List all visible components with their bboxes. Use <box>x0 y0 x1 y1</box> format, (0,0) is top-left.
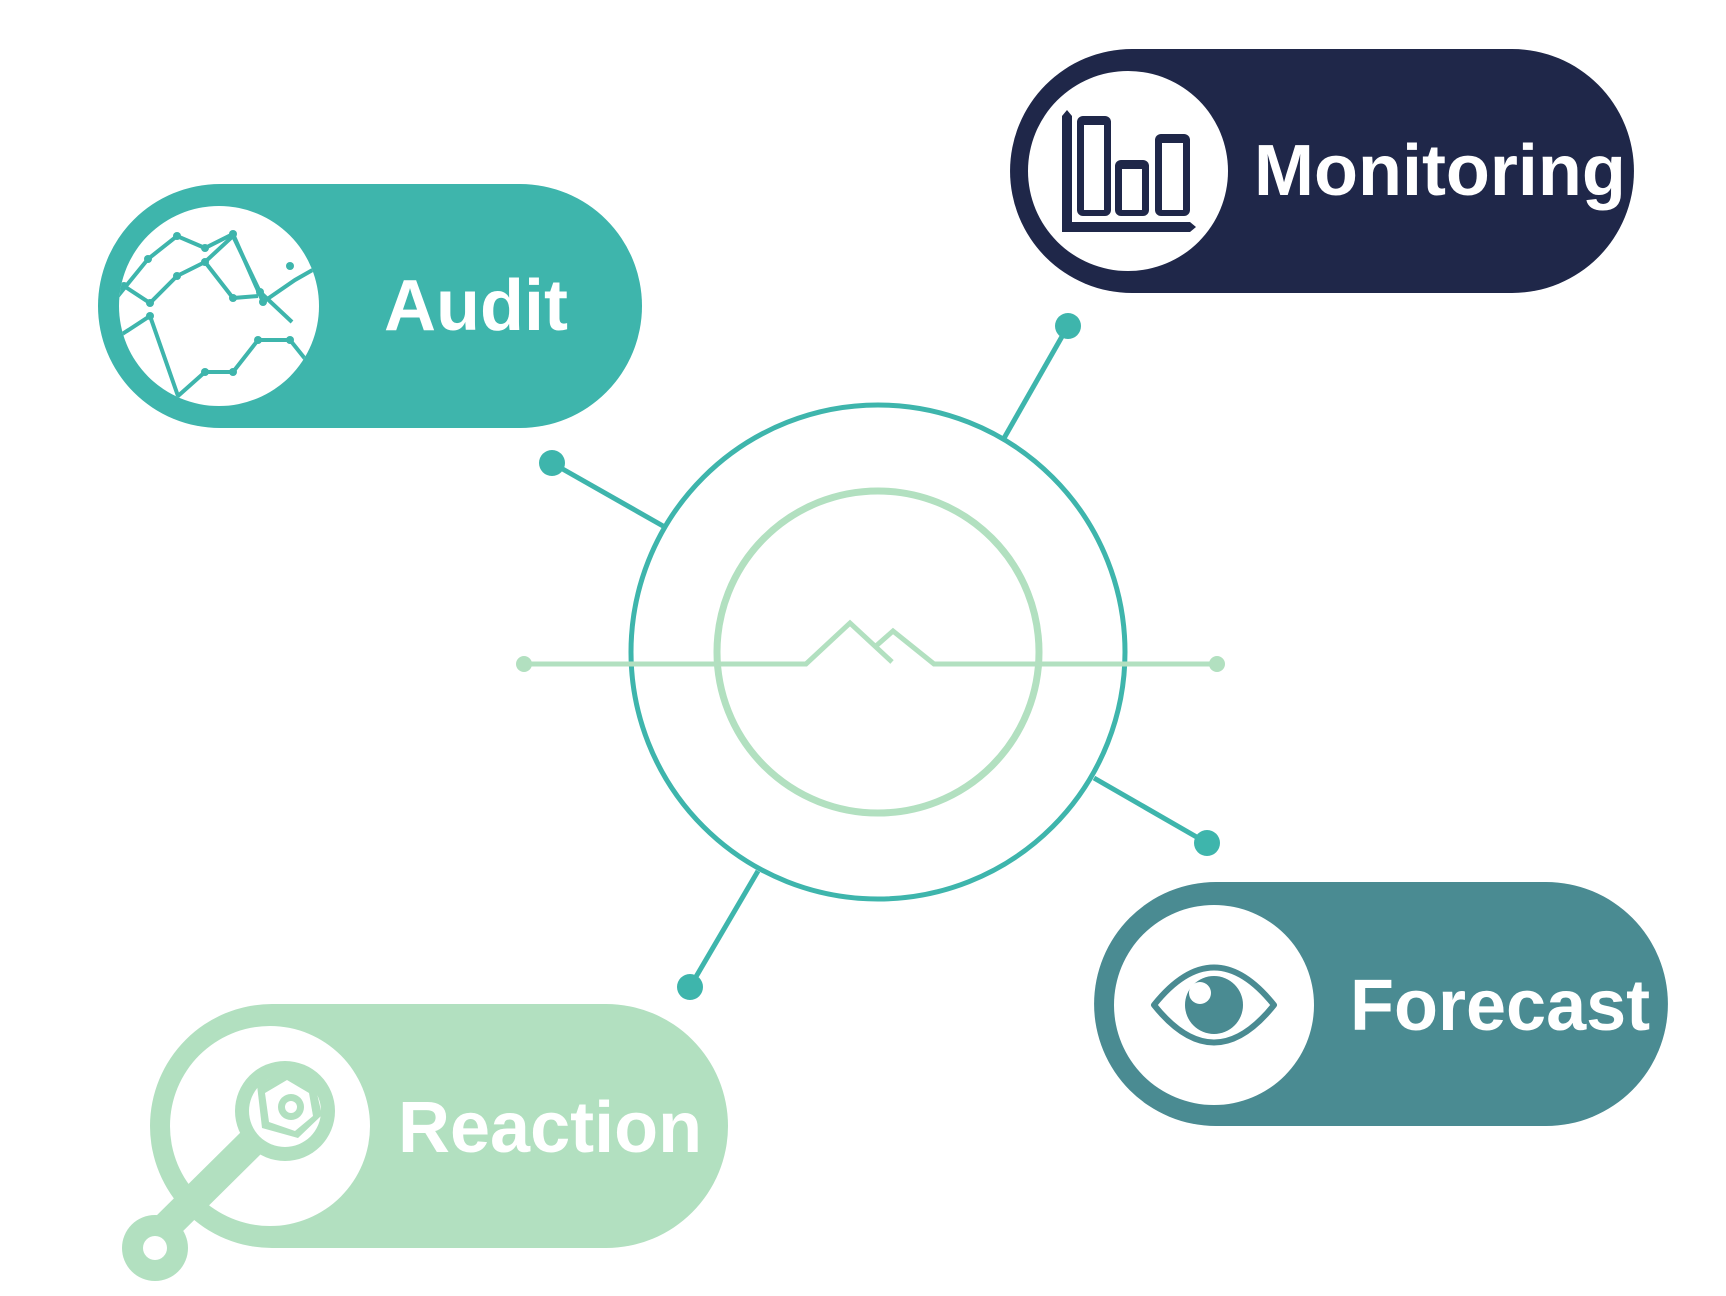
trend-line-icon <box>516 619 1225 672</box>
connector-monitoring-dot <box>1055 313 1081 339</box>
connector-reaction <box>687 869 761 989</box>
forecast-label: Forecast <box>1350 966 1650 1046</box>
connectors <box>539 313 1220 1000</box>
node-monitoring[interactable]: Monitoring <box>1010 49 1634 293</box>
node-reaction[interactable]: Reaction <box>122 1004 728 1281</box>
audit-icon-badge <box>119 206 319 406</box>
monitoring-label: Monitoring <box>1254 131 1626 211</box>
connector-reaction-dot <box>677 974 703 1000</box>
connector-forecast <box>1092 775 1209 846</box>
hub-inner-ring <box>713 487 1043 817</box>
connector-audit-dot <box>539 450 565 476</box>
connector-monitoring <box>1000 324 1071 442</box>
bar-chart-icon <box>1062 110 1196 232</box>
node-audit[interactable]: Audit <box>98 184 642 428</box>
node-forecast[interactable]: Forecast <box>1094 882 1668 1126</box>
network-graph-icon <box>119 230 319 400</box>
eye-icon <box>1151 964 1277 1046</box>
audit-label: Audit <box>384 266 568 346</box>
reaction-label: Reaction <box>398 1088 702 1168</box>
wrench-icon <box>122 1061 335 1281</box>
connector-audit <box>550 460 665 529</box>
connector-forecast-dot <box>1194 830 1220 856</box>
central-hub <box>516 313 1225 1000</box>
